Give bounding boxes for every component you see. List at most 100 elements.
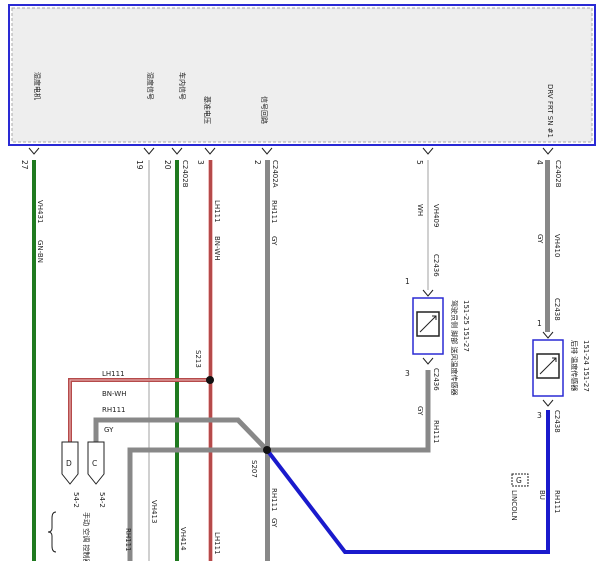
pin-number-19: 19 [135,160,144,170]
sensor2-name: 后排 温度传感器 [570,340,579,391]
wire-vh431-color: GN-BN [36,240,44,263]
pin-number-5: 5 [415,160,424,165]
wire-lh111-circuit: LH111 [213,200,221,223]
wire-lh111-color: BN-WH [213,236,221,260]
sensor-2: C2438 1 3 C2438 后排 温度传感器 151-24 151-27 [532,298,590,433]
sensor1-ref: 151-25 151-27 [462,300,470,352]
wire-vh410-color: GY [536,234,544,244]
module-label-pin20: 车内信号 [178,72,187,100]
wire-branch-lh111-stripe [69,379,210,442]
module-label-pin19: 湿度信号 [146,72,155,100]
wire-branch-rh111-gy [93,417,269,452]
plug-c-ref: 54-2 [98,492,106,508]
plug-c-letter: C [92,459,97,468]
pin-arrows [28,147,554,155]
wire-branch-rh111-down [127,447,267,561]
branch-label-gy: GY [104,426,114,434]
sensor2-thermistor-arrow [539,357,557,375]
wire-lh111 [209,160,212,561]
sensor1-arrow-top [422,289,434,297]
sensor2-arrow-bottom [542,399,554,407]
pin-arrow-5 [422,147,434,155]
splice-s207-label: S207 [250,460,258,478]
sensor2-connector-top: C2438 [553,298,561,321]
connector-c2402a: C2402A [271,160,279,188]
pin-arrow-19 [143,147,155,155]
ground-tag-letter: G [516,476,522,485]
sensor1-connector-bottom: C2436 [432,368,440,391]
splice-s207 [263,446,271,454]
wire-rh111-color: GY [270,236,278,246]
sensor-1: C2436 1 3 C2436 驾驶员侧 脚部 送风温度传感器 151-25 1… [405,254,470,395]
wire-vh409 [427,160,429,290]
wire-vh414-circuit: VH414 [179,527,187,551]
plug-brace [47,511,57,553]
sensor2-arrow-top [542,331,554,339]
wire-pin3: LH111 BN-WH LH111 [208,160,221,561]
splice-s213-label: S213 [194,350,202,368]
wire-lh111-bottom: LH111 [213,532,221,555]
plug-d-ref: 54-2 [72,492,80,508]
ground-tag-text: LINCOLN [510,490,518,521]
wire-pin4: VH410 GY [536,160,561,332]
gray-branches: RH111 GY RH111 [93,406,269,561]
wire-rh111-mid-label: RH111 [270,488,278,512]
plug-d: D 54-2 [61,441,80,508]
sensor2-connector-bottom: C2438 [553,410,561,433]
wire-pin19: VH413 [148,160,158,561]
splice-s207-group: S207 [250,446,271,478]
wire-sensor1-return: RH111 GY [267,370,440,453]
connector-c2402b-right: C2402B [554,160,562,188]
pin-arrow-3 [204,147,216,155]
pin-number-27: 27 [20,160,29,170]
branch-label-bnwh: BN-WH [102,390,126,398]
connector-labels: C2402B C2402A C2402B [181,160,562,188]
wire-sensor1-rh111: RH111 [432,420,440,444]
branch-label-rh111: RH111 [102,406,126,414]
wire-blue-line [265,410,550,554]
wire-pin20: VH414 [175,160,187,561]
module-label-pin27: 湿度电机 [33,72,42,100]
wire-vh410-circuit: VH410 [553,234,561,257]
wire-pin20-line [175,160,179,561]
sensor2-pin-bottom: 3 [537,411,542,420]
pin-number-2: 2 [253,160,262,165]
pin-numbers: 27 19 20 3 2 5 4 [20,160,544,170]
pin-arrow-4 [542,147,554,155]
wire-pin19-line [148,160,150,561]
wire-gy-mid-label: GY [270,518,278,528]
wire-pin27: VH431 GN-BN [32,160,44,561]
wire-rh111 [265,160,270,561]
wire-vh413-circuit: VH413 [150,500,158,523]
sensor1-thermistor-arrow [419,315,437,333]
splice-s213-group: S213 LH111 BN-WH [68,350,214,442]
connector-c2402b-left: C2402B [181,160,189,188]
pin-number-4: 4 [535,160,544,165]
pin-arrow-2 [261,147,273,155]
sensor1-pin-bottom: 3 [405,369,410,378]
wire-rh111-circuit: RH111 [270,200,278,224]
module-label-pin3: 基准电压 [203,96,212,124]
wire-vh409-circuit: VH409 [432,204,440,227]
wire-blue: RH111 BU [265,410,561,554]
wire-blue-circuit: RH111 [553,490,561,514]
wire-branch-lh111 [68,378,210,442]
sensor1-connector-top: C2436 [432,254,440,277]
ground-tag-box [511,473,529,487]
sensor1-pin-top: 1 [405,277,410,286]
plug-d-letter: D [66,459,72,468]
wire-pin5: VH409 WH [416,160,440,290]
pin-number-3: 3 [196,160,205,165]
sensor1-name: 驾驶员侧 脚部 送风温度传感器 [450,300,459,395]
sensor1-arrow-bottom [422,357,434,365]
module-label-pin4: DRV FRT SN #1 [546,84,554,138]
sensor2-pin-top: 1 [537,319,542,328]
wire-vh409-color: WH [416,204,424,216]
splice-s213 [206,376,214,384]
wire-pin2: RH111 GY RH111 GY [265,160,278,561]
module-label-pin2: 信号回路 [260,96,269,124]
pin-arrow-27 [28,147,40,155]
module: 湿度电机 湿度信号 车内信号 基准电压 信号回路 DRV FRT SN #1 [8,4,596,146]
